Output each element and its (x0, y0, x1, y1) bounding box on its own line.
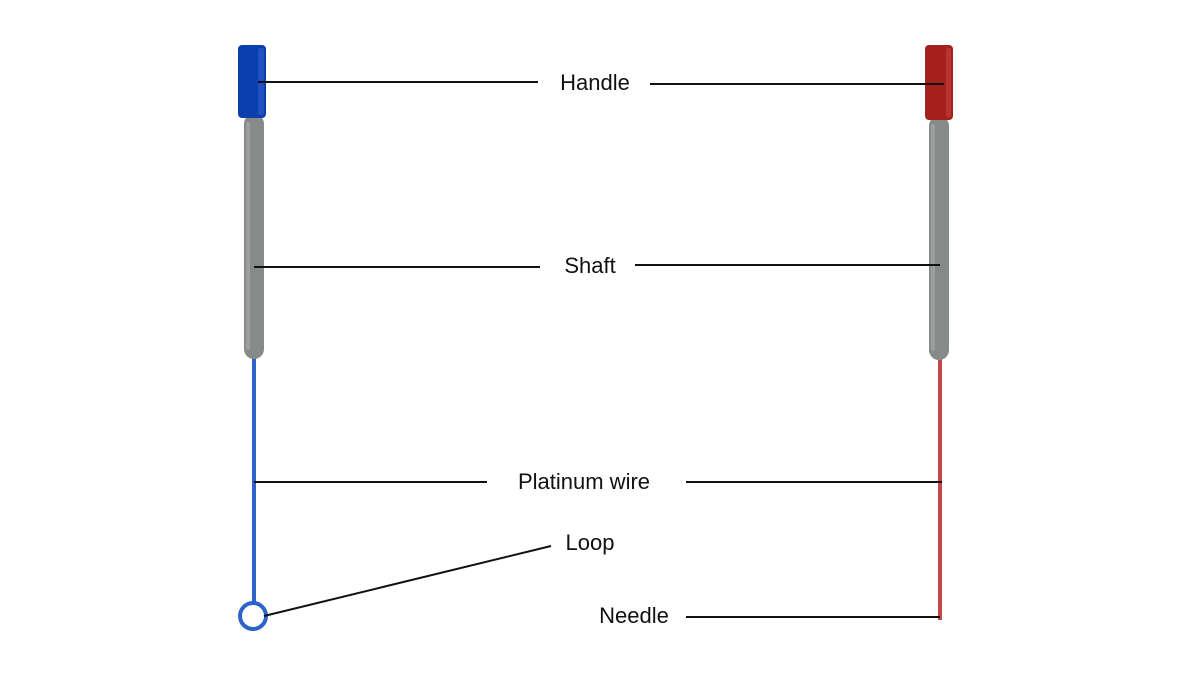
label-platinum-wire: Platinum wire (518, 469, 650, 494)
inoculating-needle (925, 45, 953, 620)
label-needle: Needle (599, 603, 669, 628)
labels: Handle Shaft Platinum wire Loop Needle (518, 70, 669, 628)
label-loop: Loop (566, 530, 615, 555)
loop-leader (263, 545, 552, 617)
loop-ring (238, 601, 268, 631)
leader-lines (254, 81, 944, 618)
label-handle: Handle (560, 70, 630, 95)
inoculating-loop (238, 45, 268, 631)
label-shaft: Shaft (564, 253, 615, 278)
